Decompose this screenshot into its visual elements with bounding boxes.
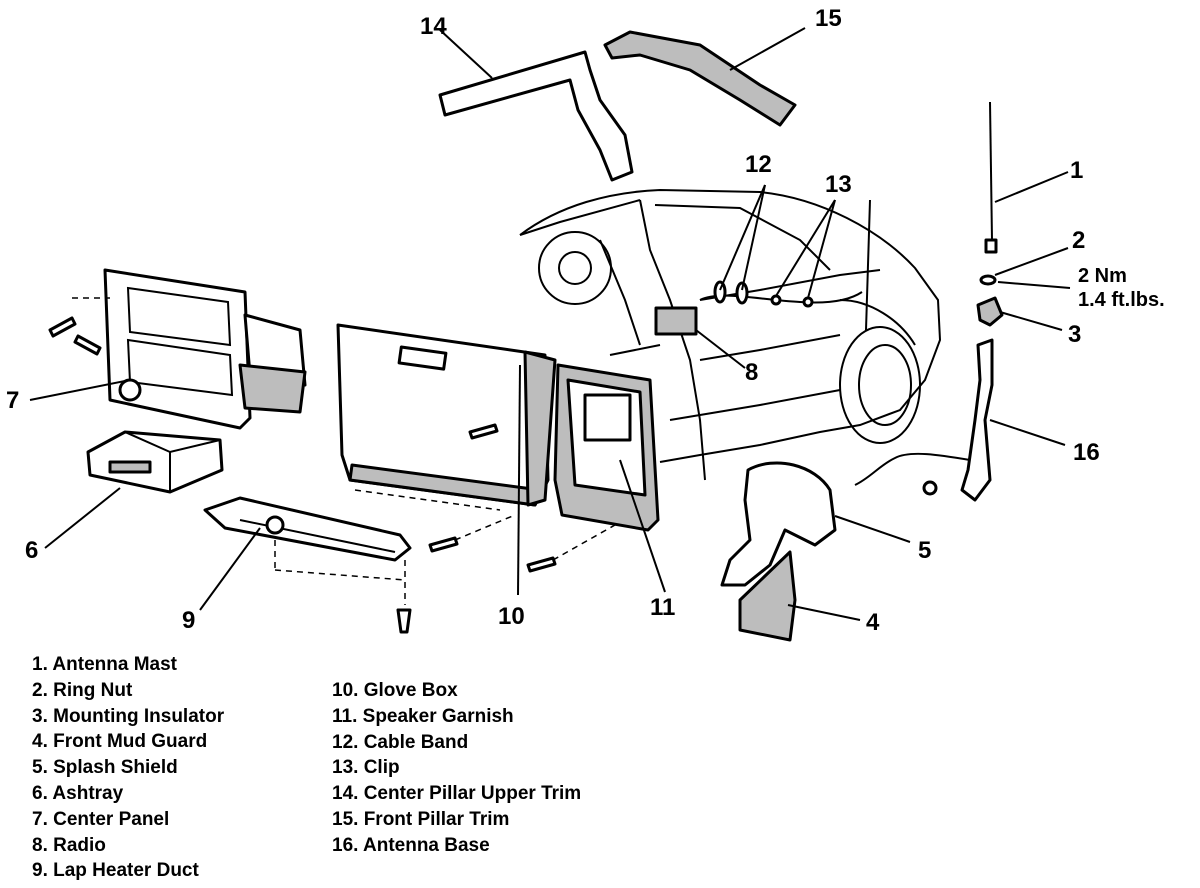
callout-7: 7 [6, 387, 19, 414]
callout-5: 5 [918, 537, 931, 564]
splash-shield [720, 461, 837, 587]
callout-15: 15 [815, 5, 842, 32]
legend-item: 14. Center Pillar Upper Trim [332, 783, 582, 805]
leader-lines [29, 27, 1071, 621]
torque-metric: 2 Nm [1078, 265, 1127, 287]
lap-heater-duct [203, 496, 412, 634]
callout-14: 14 [420, 13, 447, 40]
front-pillar-trim [603, 30, 797, 127]
callout-12: 12 [745, 151, 772, 178]
callout-13: 13 [825, 171, 852, 198]
center-panel [103, 268, 307, 430]
speaker-garnish [526, 363, 660, 573]
legend-item: 8. Radio [32, 834, 106, 856]
legend-right-column: 10. Glove Box 11. Speaker Garnish 12. Ca… [332, 678, 581, 859]
ashtray [86, 430, 224, 494]
mounting-insulator [976, 296, 1004, 327]
legend-item: 4. Front Mud Guard [32, 731, 208, 753]
legend-item: 2. Ring Nut [32, 679, 133, 701]
legend-item: 1. Antenna Mast [32, 654, 177, 675]
glove-box [336, 323, 557, 553]
legend-item: 7. Center Panel [32, 808, 170, 830]
callout-8: 8 [745, 359, 758, 386]
legend-left-column: 1. Antenna Mast 2. Ring Nut 3. Mounting … [32, 652, 224, 884]
antenna-mast [984, 101, 998, 254]
center-panel-screws [48, 297, 110, 356]
legend-item: 6. Ashtray [32, 782, 124, 804]
callout-6: 6 [25, 537, 38, 564]
cable-harness [699, 199, 871, 331]
vehicle-body-outline [519, 188, 942, 481]
torque-imperial: 1.4 ft.lbs. [1078, 289, 1165, 311]
legend-item: 12. Cable Band [332, 731, 469, 753]
callout-10: 10 [498, 603, 525, 630]
legend-item: 3. Mounting Insulator [32, 705, 225, 727]
center-pillar-upper-trim [438, 50, 634, 182]
callout-2: 2 [1072, 227, 1085, 254]
callout-3: 3 [1068, 321, 1081, 348]
legend-item: 5. Splash Shield [32, 757, 178, 779]
legend-item: 10. Glove Box [332, 680, 458, 701]
antenna-base [854, 338, 994, 502]
front-mud-guard [738, 550, 797, 642]
legend-item: 13. Clip [332, 757, 400, 779]
callout-1: 1 [1070, 157, 1083, 184]
radio [654, 306, 698, 336]
callout-4: 4 [866, 609, 880, 636]
legend-item: 11. Speaker Garnish [332, 705, 514, 727]
callout-9: 9 [182, 607, 195, 634]
legend-item: 9. Lap Heater Duct [32, 860, 199, 882]
ring-nut [979, 274, 997, 286]
callout-11: 11 [650, 594, 675, 621]
legend-item: 15. Front Pillar Trim [332, 808, 510, 830]
callout-16: 16 [1073, 439, 1100, 466]
legend-item: 16. Antenna Base [332, 834, 490, 856]
